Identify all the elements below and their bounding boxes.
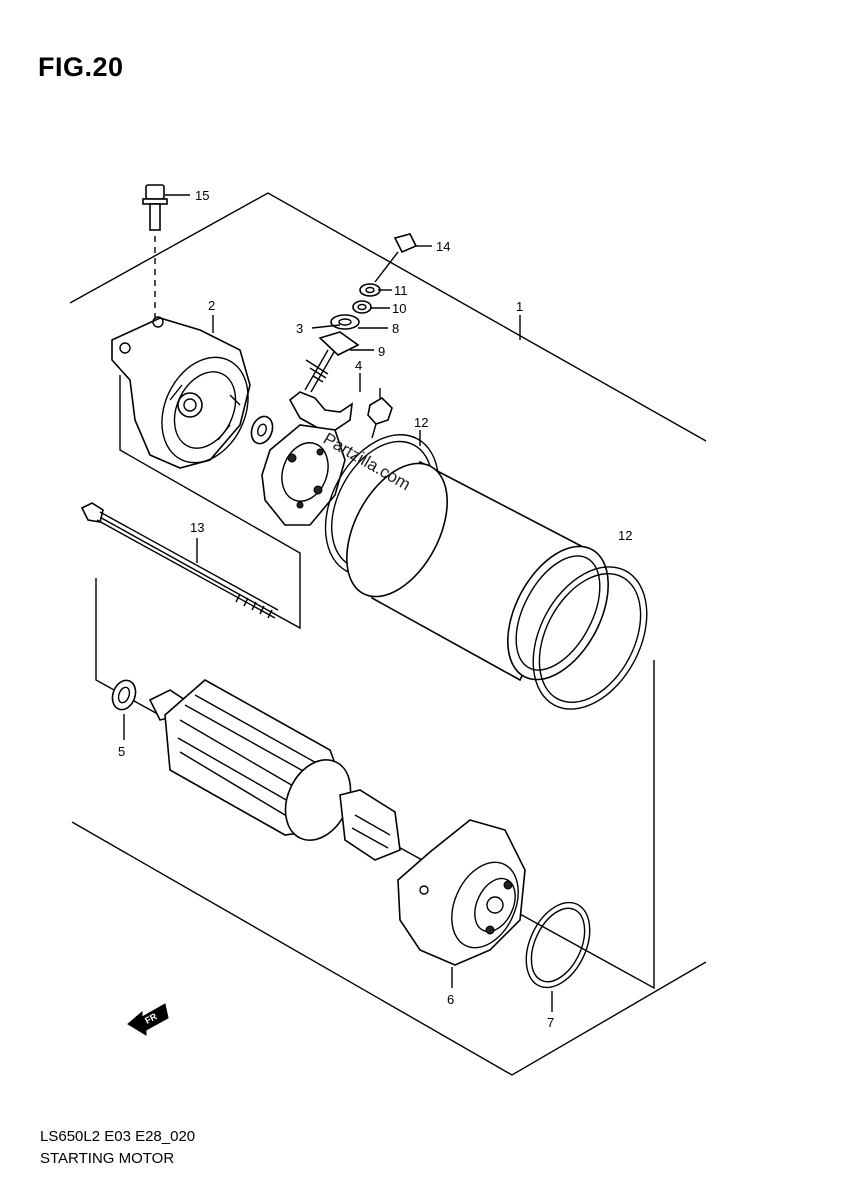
- callout-4: 4: [355, 358, 362, 373]
- callout-5: 5: [118, 744, 125, 759]
- callout-9: 9: [378, 344, 385, 359]
- part-6-front-cover: [397, 819, 526, 966]
- part-15-bolt: [142, 184, 168, 320]
- callout-2: 2: [208, 298, 215, 313]
- callout-13: 13: [190, 520, 204, 535]
- part-5-washer: [111, 679, 137, 711]
- part-12-o-ring-lower: [532, 566, 648, 710]
- callout-7: 7: [547, 1015, 554, 1030]
- callout-12-lower: 12: [618, 528, 632, 543]
- callout-10: 10: [392, 301, 406, 316]
- callout-6: 6: [447, 992, 454, 1007]
- callout-11: 11: [394, 283, 408, 298]
- callout-14: 14: [436, 239, 450, 254]
- part-4-brush-holder: [288, 391, 393, 439]
- brush-plate: [250, 415, 346, 526]
- front-direction-marker: FR: [127, 1003, 169, 1036]
- leader-lines: [123, 194, 553, 1012]
- callout-3: 3: [296, 321, 303, 336]
- callout-1: 1: [516, 299, 523, 314]
- callout-12-upper: 12: [414, 415, 428, 430]
- part-7-o-ring: [525, 901, 591, 989]
- callout-8: 8: [392, 321, 399, 336]
- yoke-housing: [346, 460, 609, 682]
- part-13-through-bolt: [80, 502, 279, 619]
- part-2-rear-housing: [111, 316, 251, 469]
- figure-caption: STARTING MOTOR: [40, 1150, 175, 1167]
- callout-15: 15: [195, 188, 209, 203]
- armature: [148, 679, 401, 861]
- figure-title: FIG.20: [38, 52, 124, 82]
- figure-code: LS650L2 E03 E28_020: [40, 1128, 196, 1145]
